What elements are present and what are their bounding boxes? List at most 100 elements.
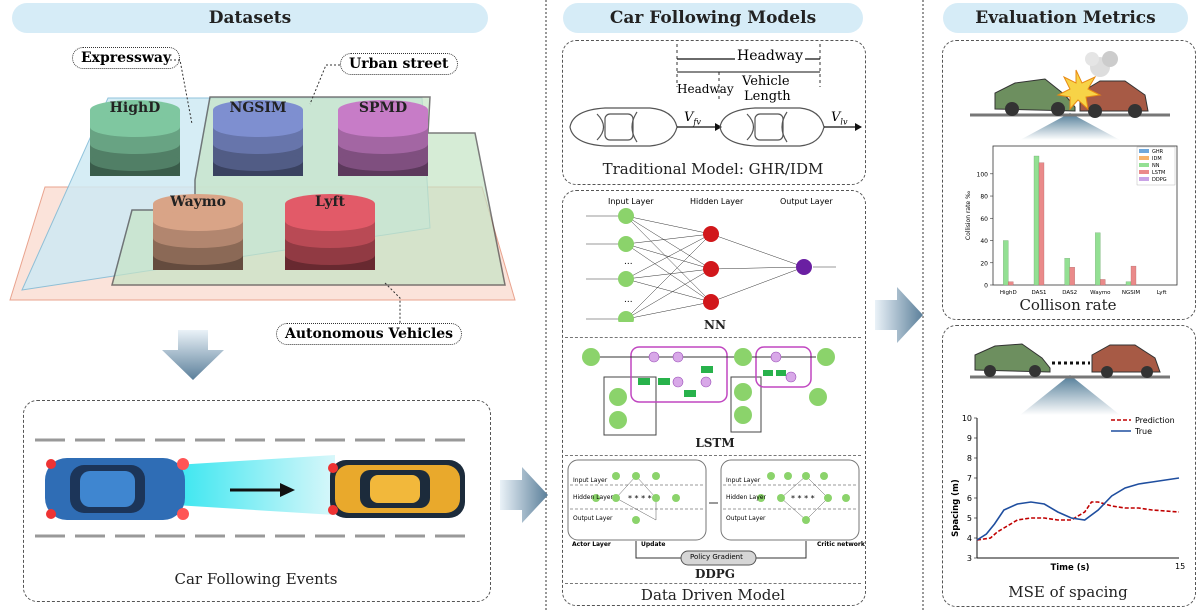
collision-xtick: Waymo [1090, 290, 1111, 296]
follower-speed-label: Vfv [684, 110, 701, 127]
ddpg-bottom-divider [565, 583, 861, 584]
vlv-subscript: lv [840, 117, 848, 127]
vlv-symbol: V [831, 110, 841, 125]
autonomous-vehicles-tag: Autonomous Vehicles [276, 323, 463, 345]
lstm-c-next [817, 348, 835, 366]
metrics-title: Evaluation Metrics [943, 3, 1188, 33]
spacing-ylabel: Spacing (m) [951, 479, 961, 537]
spacing-ytick: 4 [967, 534, 972, 543]
collision-bar-lstm [1130, 265, 1137, 286]
nn-input-nodes [618, 208, 634, 322]
collision-ytick: 60 [980, 216, 988, 223]
spacing-line-prediction [976, 501, 1180, 541]
cylinder-label-highd: HighD [109, 100, 161, 116]
follower-car [45, 458, 189, 520]
cylinder-label-spmd: SPMD [358, 100, 408, 116]
separator-right [922, 0, 924, 610]
cylinder-label-waymo: Waymo [170, 194, 226, 210]
ddpg-critic-label: Critic network [817, 541, 865, 548]
leading-red-car [1091, 344, 1161, 378]
traditional-model-panel [562, 40, 866, 185]
datasets-title: Datasets [12, 3, 488, 33]
collision-legend-swatch [1139, 163, 1149, 167]
spacing-line-true [976, 477, 1180, 541]
ddpg-policy-gradient-label: Policy Gradient [690, 553, 743, 561]
collision-legend-label: IDM [1152, 156, 1162, 162]
nn-input-layer-label: Input Layer [608, 197, 654, 206]
collision-legend-label: NN [1152, 163, 1160, 169]
collision-ytick: 0 [984, 283, 988, 290]
cylinder-label-ngsim: NGSIM [229, 100, 287, 116]
spacing-ytick: 5 [967, 514, 972, 523]
separator-left [545, 0, 547, 610]
cylinder-label-lyft: Lyft [315, 194, 345, 210]
cylinder-waymo [153, 194, 243, 270]
collision-ylabel: Collision rate ‰ [965, 191, 972, 240]
ddpg-diagram: * * * * * * * * [567, 459, 860, 566]
collision-bar-nn [1125, 281, 1132, 286]
collision-plot-frame [992, 145, 1178, 286]
collision-bar-nn [1033, 155, 1040, 286]
nn-hidden-layer-label: Hidden Layer [690, 197, 744, 206]
headway-top-label: Headway [735, 48, 806, 64]
nn-output-layer-label: Output Layer [780, 197, 833, 206]
lstm-c-t [734, 348, 752, 366]
collision-legend-swatch [1139, 156, 1149, 160]
svg-text:...: ... [624, 295, 633, 305]
collision-bar-nn [1003, 240, 1009, 286]
cylinder-ngsim [213, 100, 303, 176]
collision-legend-swatch [1139, 177, 1149, 181]
spacing-ytick: 8 [967, 454, 972, 463]
collision-legend-label: DDPG [1152, 177, 1167, 183]
car-following-events-panel [23, 400, 491, 602]
nn-hidden-nodes [703, 226, 719, 310]
collision-legend-swatch [1139, 170, 1149, 174]
spacing-panel [942, 325, 1196, 607]
lstm-diagram [582, 346, 835, 436]
lstm-x-next [734, 406, 752, 424]
following-green-car [974, 343, 1051, 377]
cylinder-highd [90, 100, 180, 176]
lstm-caption: LSTM [695, 436, 735, 450]
headway-label: Headway [677, 82, 734, 96]
vehicle-length-label-1: Vehicle [742, 74, 790, 89]
spacing-ytick: 3 [967, 554, 972, 563]
car-following-events-caption: Car Following Events [174, 570, 338, 588]
car-following-scene [35, 438, 475, 538]
ddpg-caption: DDPG [694, 567, 736, 581]
models-title: Car Following Models [563, 3, 863, 33]
collision-bar-lstm [1038, 162, 1045, 286]
collision-bar-lstm [1008, 281, 1014, 286]
traditional-model-caption: Traditional Model: GHR/IDM [602, 160, 824, 178]
leader-car [328, 460, 465, 518]
lstm-ddpg-divider [565, 455, 861, 456]
lstm-c-prev [582, 348, 600, 366]
ddpg-actor-hidden-label: Hidden Layer [573, 494, 613, 501]
collision-xtick: Lyft [1157, 290, 1168, 296]
collision-legend-label: LSTM [1152, 170, 1165, 176]
ddpg-critic-hidden-label: Hidden Layer [726, 494, 766, 501]
collision-scene [970, 51, 1170, 140]
collision-bar-lstm [1100, 279, 1106, 286]
svg-text:* * * *: * * * * [628, 494, 652, 503]
right-arrow-1 [500, 467, 548, 523]
leader-car-outline [719, 107, 825, 147]
follower-car-outline [569, 107, 678, 147]
collision-bar-nn [1095, 232, 1101, 286]
leader-speed-label: Vlv [831, 110, 847, 127]
spacing-ytick: 10 [962, 414, 972, 423]
mse-spacing-caption: MSE of spacing [1008, 583, 1128, 601]
nn-output-node [796, 259, 812, 275]
lstm-x-t [609, 411, 627, 429]
spacing-scene [970, 343, 1170, 415]
ddpg-critic-output-label: Output Layer [726, 515, 766, 522]
expressway-tag: Expressway [72, 47, 181, 69]
spacing-ytick: 7 [967, 474, 972, 483]
collision-legend-label: GHR [1152, 149, 1164, 155]
svg-text:* * * *: * * * * [791, 494, 815, 503]
ddpg-actor-label: Actor Layer [572, 541, 611, 548]
nn-diagram: ...... [586, 208, 836, 322]
vehicle-length-label-2: Length [744, 89, 791, 104]
